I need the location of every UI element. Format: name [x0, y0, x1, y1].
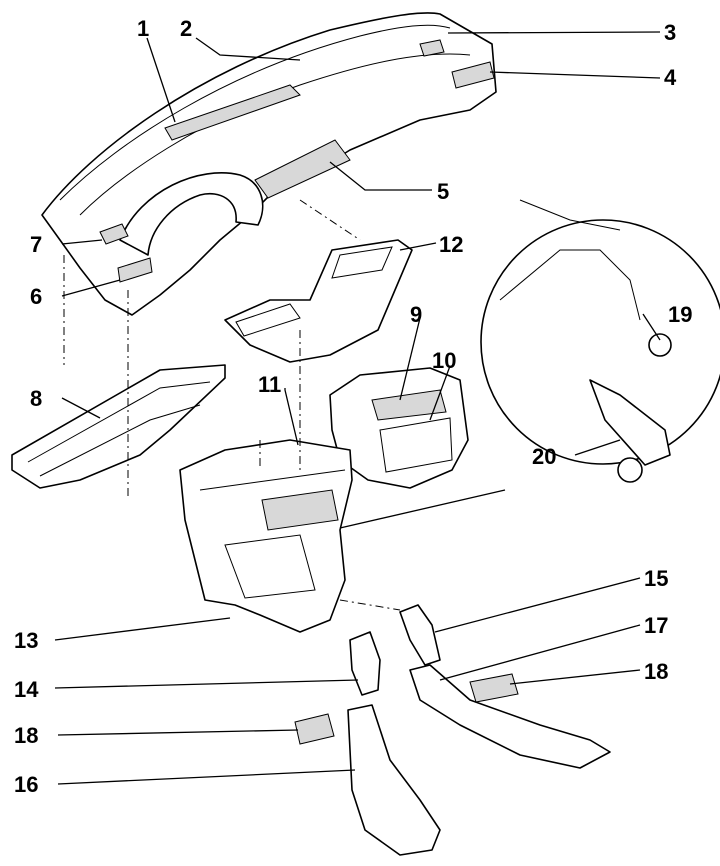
callout-14: 14: [14, 677, 39, 702]
callout-10: 10: [432, 348, 456, 373]
callout-12: 12: [439, 232, 463, 257]
center-vent-grille-icon: [164, 84, 301, 141]
callout-5: 5: [437, 179, 449, 204]
callout-2: 2: [180, 16, 192, 41]
duct-16: [347, 704, 441, 856]
callout-3: 3: [664, 20, 676, 45]
callout-16: 16: [14, 772, 38, 797]
callout-11: 11: [258, 372, 281, 397]
callout-9: 9: [410, 302, 422, 327]
duct-15: [399, 604, 441, 666]
cap-19-icon: [648, 333, 672, 357]
callout-18-right: 18: [644, 659, 668, 684]
callout-6: 6: [30, 284, 42, 309]
left-defrost-vent-icon: [99, 223, 129, 245]
air-duct-12: [224, 239, 413, 363]
callout-17: 17: [644, 613, 668, 638]
duct-14: [349, 631, 381, 696]
callout-7: 7: [30, 232, 42, 257]
callout-15: 15: [644, 566, 668, 591]
heater-housing: [179, 439, 353, 633]
callout-19: 19: [668, 302, 692, 327]
callout-1: 1: [137, 16, 149, 41]
dashboard-panel: [41, 12, 497, 316]
center-vent-icon: [254, 139, 351, 199]
callout-8: 8: [30, 386, 42, 411]
small-vent-18-upper-icon: [469, 673, 519, 703]
callout-13: 13: [14, 628, 38, 653]
air-duct-8: [11, 364, 226, 489]
side-defrost-vent-icon: [419, 39, 445, 57]
right-vent-icon: [451, 61, 495, 89]
left-vent-icon: [117, 257, 153, 283]
callout-4: 4: [664, 65, 677, 90]
duct-17: [409, 664, 611, 769]
callout-18-left: 18: [14, 723, 38, 748]
callout-20: 20: [532, 444, 556, 469]
air-hose-20-icon: [589, 379, 671, 466]
small-vent-18-lower-icon: [294, 713, 335, 745]
detail-inset: [480, 199, 720, 483]
